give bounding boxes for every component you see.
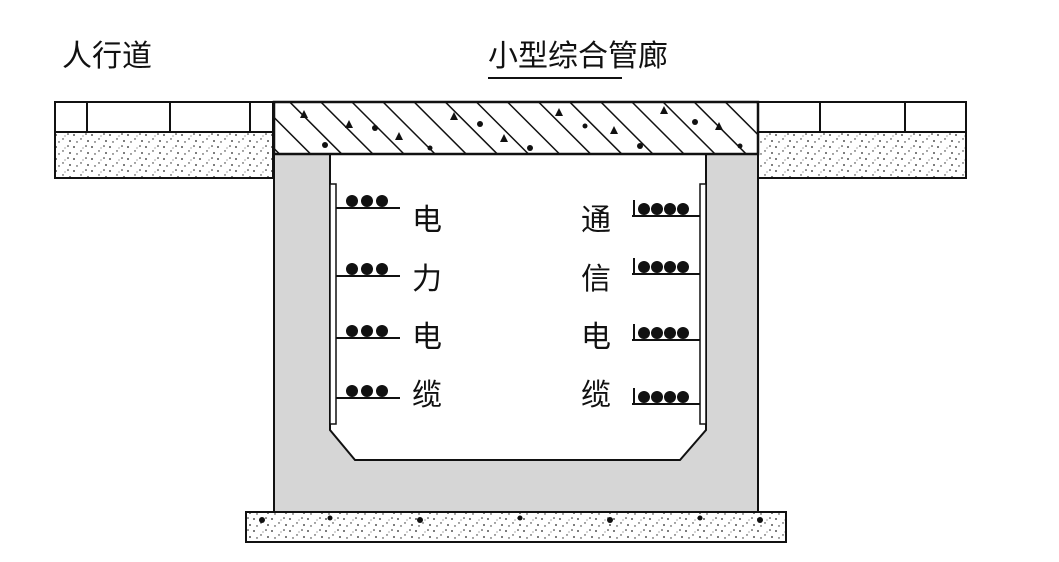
telecom-label-char: 缆: [581, 378, 611, 413]
power-label-char: 缆: [412, 378, 442, 413]
power-label-char: 电: [412, 320, 442, 355]
telecom-label-char: 信: [581, 262, 611, 297]
power-cable-rack: [329, 183, 400, 425]
power-label-char: 力: [412, 262, 442, 297]
diagram-title: 小型综合管廊: [488, 39, 668, 74]
telecom-label-char: 电: [581, 320, 611, 355]
title-underline: [488, 77, 622, 79]
telecom-cable-rack: [632, 183, 707, 425]
sidewalk-label: 人行道: [62, 39, 152, 74]
left-sidewalk: [54, 101, 274, 179]
cover-slab: [272, 100, 760, 156]
power-label-char: 电: [412, 203, 442, 238]
right-sidewalk: [757, 101, 967, 179]
base-slab: [245, 511, 787, 543]
telecom-label-char: 通: [581, 203, 611, 238]
